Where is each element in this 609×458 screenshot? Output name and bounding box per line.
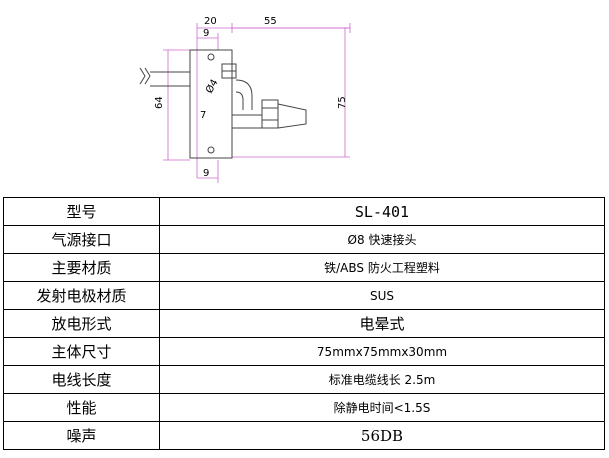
spec-value: SL-401: [159, 197, 605, 226]
dim-top-length: 55: [264, 16, 277, 27]
spec-label: 性能: [3, 393, 160, 422]
table-row: 型号 SL-401: [3, 197, 605, 226]
spec-value: 铁/ABS 防火工程塑料: [159, 253, 605, 282]
spec-label: 放电形式: [3, 309, 160, 338]
table-row: 性能 除静电时间<1.5S: [3, 393, 605, 422]
table-row: 噪声 56DB: [3, 421, 605, 450]
spec-value: 标准电缆线长 2.5m: [159, 365, 605, 394]
spec-label: 主要材质: [3, 253, 160, 282]
dim-height-left: 64: [154, 96, 165, 109]
table-row: 主体尺寸 75mmx75mmx30mm: [3, 337, 605, 366]
dim-diameter: Ø4: [203, 77, 221, 95]
table-row: 主要材质 铁/ABS 防火工程塑料: [3, 253, 605, 282]
spec-value: 75mmx75mmx30mm: [159, 337, 605, 366]
spec-label: 电线长度: [3, 365, 160, 394]
dimension-lines: [163, 23, 351, 183]
spec-label: 气源接口: [3, 225, 160, 254]
table-row: 电线长度 标准电缆线长 2.5m: [3, 365, 605, 394]
spec-value: 56DB: [159, 421, 605, 450]
dim-small: 7: [200, 110, 206, 121]
dim-hole-bottom: 9: [203, 168, 209, 179]
spec-label: 主体尺寸: [3, 337, 160, 366]
table-row: 放电形式 电晕式: [3, 309, 605, 338]
part-outline: [139, 49, 307, 159]
spec-value: 电晕式: [159, 309, 605, 338]
dim-top-width: 20: [204, 16, 217, 27]
table-row: 气源接口 Ø8 快速接头: [3, 225, 605, 254]
dim-height-right: 75: [337, 96, 348, 109]
spec-label: 噪声: [3, 421, 160, 450]
spec-label: 型号: [3, 197, 160, 226]
dim-hole-top: 9: [203, 28, 209, 39]
table-row: 发射电极材质 SUS: [3, 281, 605, 310]
spec-table: 型号 SL-401 气源接口 Ø8 快速接头 主要材质 铁/ABS 防火工程塑料…: [3, 197, 605, 450]
spec-value: 除静电时间<1.5S: [159, 393, 605, 422]
spec-value: SUS: [159, 281, 605, 310]
spec-label: 发射电极材质: [3, 281, 160, 310]
spec-value: Ø8 快速接头: [159, 225, 605, 254]
technical-drawing: 20 55 9 9 64 75 Ø4 7: [139, 16, 351, 183]
